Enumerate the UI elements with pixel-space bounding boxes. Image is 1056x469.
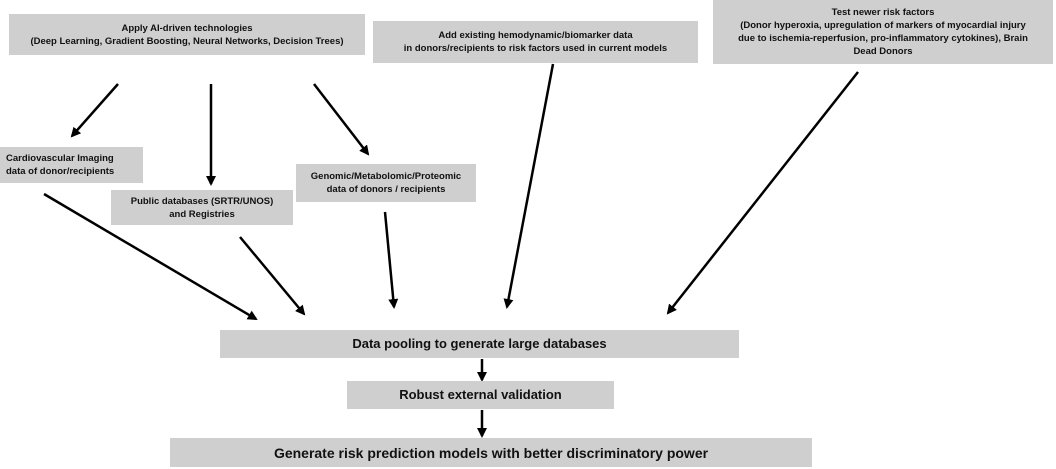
arrow-imaging-to-pooling — [43, 192, 258, 321]
genomic-box-line1: Genomic/Metabolomic/Proteomic — [310, 171, 462, 182]
public-box-line2: and Registries — [169, 208, 235, 220]
public-databases-box: Public databases (SRTR/UNOS) and Registr… — [111, 190, 293, 225]
arrow-ai-to-imaging — [70, 83, 119, 138]
validation-box-label: Robust external validation — [399, 387, 562, 402]
newer-box-line2: (Donor hyperoxia, upregulation of marker… — [740, 20, 1026, 31]
arrow-ai-to-genomic — [313, 83, 370, 156]
arrow-hemo-to-pooling — [503, 63, 555, 309]
newer-box-line1: Test newer risk factors — [831, 7, 935, 18]
newer-box-line3: due to ischemia-reperfusion, pro-inflamm… — [738, 33, 1028, 44]
newer-risk-factors-box: Test newer risk factors (Donor hyperoxia… — [713, 0, 1053, 64]
hemo-box-line1: Add existing hemodynamic/biomarker data — [438, 30, 633, 41]
models-box-label: Generate risk prediction models with bet… — [273, 444, 709, 461]
hemodynamic-data-box: Add existing hemodynamic/biomarker data … — [373, 21, 698, 63]
data-pooling-box: Data pooling to generate large databases — [220, 330, 739, 358]
ai-technologies-box: Apply AI-driven technologies (Deep Learn… — [9, 14, 365, 55]
newer-box-line4: Dead Donors — [853, 46, 913, 57]
genomic-box-line2: data of donors / recipients — [326, 184, 446, 195]
genomic-data-box: Genomic/Metabolomic/Proteomic data of do… — [296, 164, 476, 202]
imaging-box-line1: Cardiovascular Imaging — [6, 153, 114, 164]
arrow-public-to-pooling — [239, 236, 306, 316]
external-validation-box: Robust external validation — [347, 381, 614, 409]
imaging-box-line2: data of donor/recipients — [6, 166, 115, 177]
risk-models-box: Generate risk prediction models with bet… — [170, 438, 812, 467]
arrow-newer-to-pooling — [666, 71, 859, 315]
arrow-genomic-to-pooling — [383, 211, 399, 309]
cardiovascular-imaging-box: Cardiovascular Imaging data of donor/rec… — [0, 147, 143, 183]
ai-box-line1: Apply AI-driven technologies — [121, 22, 253, 34]
ai-box-line2: (Deep Learning, Gradient Boosting, Neura… — [30, 35, 344, 47]
hemo-box-line2: in donors/recipients to risk factors use… — [403, 43, 668, 54]
pooling-box-label: Data pooling to generate large databases — [352, 336, 607, 351]
public-box-line1: Public databases (SRTR/UNOS) — [130, 195, 274, 207]
